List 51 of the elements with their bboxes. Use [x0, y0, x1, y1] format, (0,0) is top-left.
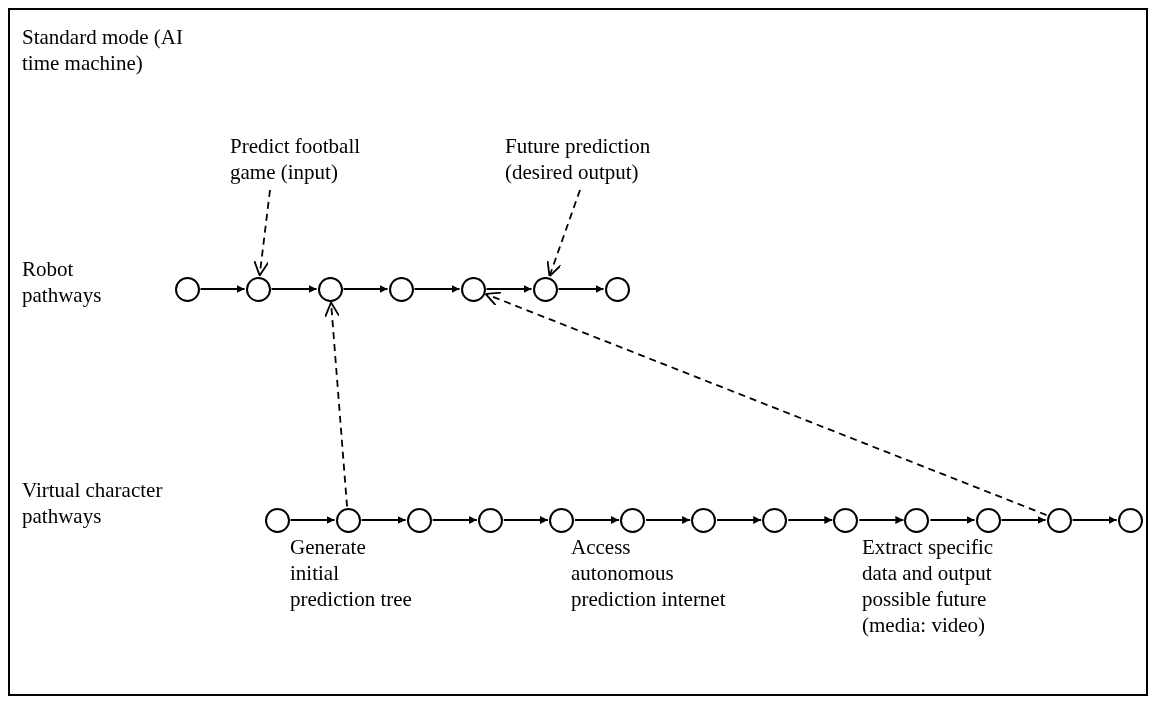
- pathway-label: Access autonomous prediction internet: [571, 534, 727, 612]
- arrow: [485, 285, 533, 293]
- arrow: [645, 516, 691, 524]
- arrow: [787, 516, 834, 524]
- pathway-circle: [317, 276, 343, 302]
- pathway-circle: [620, 507, 645, 533]
- pathway-circle: [691, 507, 717, 533]
- pathway-circle: [1117, 507, 1143, 533]
- arrow: [199, 285, 246, 293]
- pathway-circle: [1046, 507, 1072, 533]
- pathway-circle: [532, 276, 558, 302]
- arrow: [1071, 516, 1118, 524]
- pathway-circle: [245, 276, 271, 302]
- pathway-circle: [762, 507, 788, 533]
- pathway-circle: [460, 276, 486, 302]
- pathway-label: Robot pathways: [22, 256, 103, 308]
- pathway-label: Extract specific data and output possible future (media: video): [862, 534, 995, 638]
- pathway-circle: [335, 507, 361, 533]
- input-note: Predict football game (input): [230, 133, 395, 185]
- pathway-label: Generate initial prediction tree: [290, 534, 413, 612]
- arrow: [574, 516, 620, 524]
- dashed-arrow: [484, 291, 1048, 516]
- dashed-arrow: [324, 301, 348, 508]
- pathway-circle: [604, 276, 630, 302]
- frame-box: [8, 8, 1148, 696]
- pathway-circle: [406, 507, 432, 533]
- pathway-circle: [833, 507, 859, 533]
- arrow: [360, 516, 407, 524]
- pathway-label: Virtual character pathways: [22, 477, 164, 529]
- arrow: [716, 516, 763, 524]
- arrow: [858, 516, 905, 524]
- arrow: [502, 516, 549, 524]
- arrow: [929, 516, 976, 524]
- arrow: [270, 285, 318, 293]
- pathway-circle: [548, 507, 574, 533]
- arrow: [1000, 516, 1047, 524]
- arrow: [342, 285, 389, 293]
- diagram-heading: Standard mode (AI time machine): [22, 24, 184, 76]
- dashed-arrow: [546, 189, 581, 278]
- pathway-circle: [477, 507, 503, 533]
- dashed-arrow: [253, 189, 271, 277]
- arrow: [431, 516, 478, 524]
- pathway-circle: [904, 507, 930, 533]
- arrow: [557, 285, 605, 293]
- pathway-circle: [264, 507, 290, 533]
- pathway-circle: [388, 276, 414, 302]
- pathway-circle: [975, 507, 1001, 533]
- pathway-circle: [174, 276, 200, 302]
- input-note: Future prediction (desired output): [505, 133, 685, 185]
- arrow: [289, 516, 336, 524]
- arrow: [413, 285, 461, 293]
